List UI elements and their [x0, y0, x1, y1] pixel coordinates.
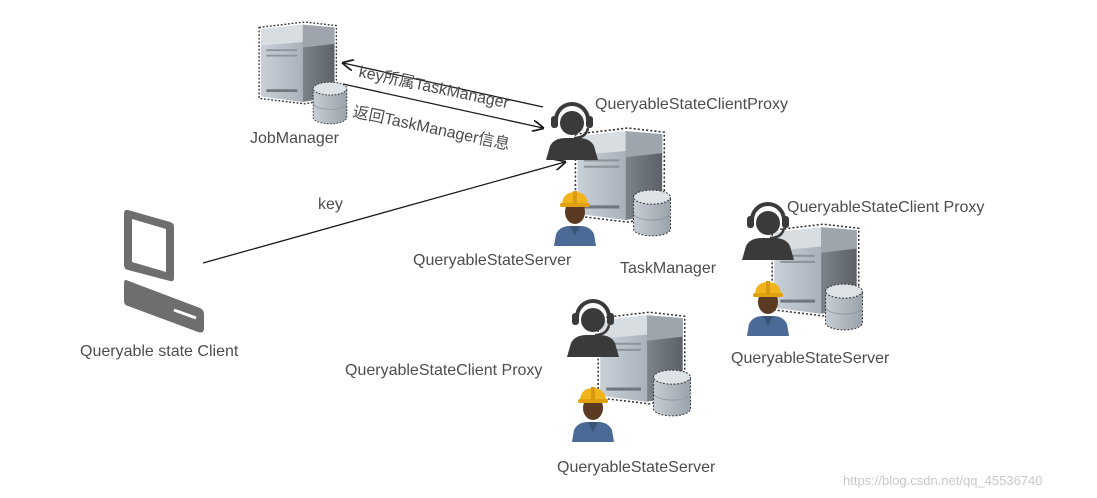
- monitor-icon: [122, 208, 206, 338]
- worker-icon: [550, 186, 600, 246]
- tm1-server-label: QueryableStateServer: [413, 252, 572, 269]
- tm3-server-label: QueryableStateServer: [557, 459, 716, 476]
- tm2-proxy-label: QueryableStateClient Proxy: [787, 199, 985, 216]
- worker-icon: [568, 382, 618, 442]
- database-icon: [630, 188, 674, 238]
- edge-response: [342, 83, 543, 128]
- jobmanager-label: JobManager: [250, 130, 339, 147]
- tm2-server-label: QueryableStateServer: [731, 350, 890, 367]
- watermark: https://blog.csdn.net/qq_45536740: [843, 473, 1043, 488]
- headset-agent-icon: [563, 287, 623, 357]
- edge-client-key: [202, 162, 565, 264]
- database-icon: [310, 80, 350, 126]
- tm3-proxy-label: QueryableStateClient Proxy: [345, 362, 543, 379]
- edge-client-key-label: key: [318, 196, 343, 213]
- client-label: Queryable state Client: [80, 343, 239, 360]
- database-icon: [822, 282, 866, 332]
- database-icon: [650, 368, 694, 418]
- edge-request: [343, 63, 544, 108]
- tm1-proxy-label: QueryableStateClientProxy: [595, 96, 788, 113]
- tm1-taskmanager-label: TaskManager: [620, 260, 717, 277]
- headset-agent-icon: [542, 90, 602, 160]
- worker-icon: [743, 276, 793, 336]
